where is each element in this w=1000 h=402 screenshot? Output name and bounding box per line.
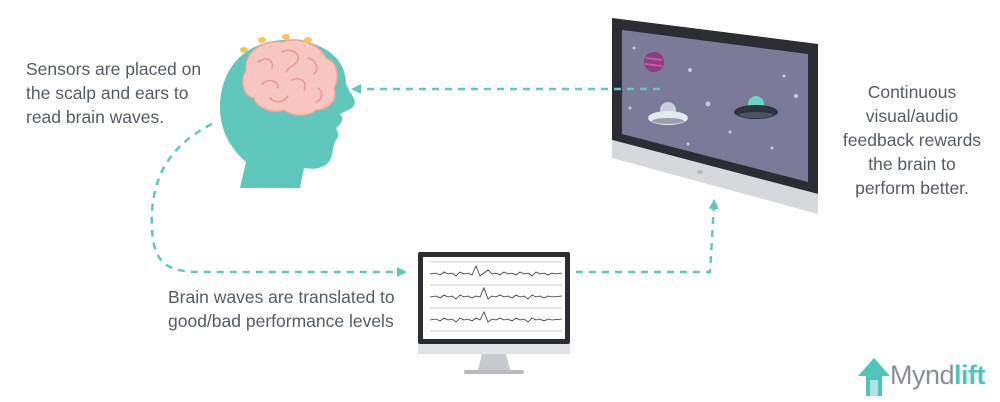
sensor-dot (282, 34, 290, 40)
monitor-space-game-icon (612, 18, 818, 214)
star-dot (782, 74, 786, 78)
brain-folds (257, 49, 323, 103)
monitor-button (697, 170, 703, 174)
star-dot (632, 46, 636, 50)
myndlift-logo-text: Myndlift (890, 360, 986, 390)
eeg-stand (478, 354, 510, 370)
star-dot (728, 130, 732, 134)
monitor-chin (612, 140, 818, 214)
caption-brainwaves: Brain waves are translated to good/bad p… (168, 287, 395, 331)
logo-arrow-inner (870, 380, 878, 396)
eeg-screen (423, 257, 565, 339)
sensor-dot (240, 47, 248, 53)
logo-arrow-outer (858, 358, 890, 396)
monitor-eeg-icon (418, 252, 570, 374)
planet-stripes (644, 57, 663, 67)
planet-icon (644, 52, 664, 72)
logo-text-accent: lift (954, 360, 986, 390)
myndlift-logo-icon (858, 358, 890, 396)
logo-text-plain: Mynd (890, 360, 955, 390)
eeg-chin (418, 344, 570, 354)
ufo-light-icon (648, 102, 688, 125)
eeg-traces (429, 261, 563, 332)
ufo-dark-icon (734, 96, 778, 119)
eeg-base (464, 370, 524, 374)
eeg-trace (429, 264, 563, 277)
sensor-dots (240, 34, 312, 53)
eeg-trace (429, 311, 563, 323)
ufo-rim (652, 118, 684, 124)
caption-feedback: Continuous visual/audio feedback rewards… (842, 82, 982, 198)
caption-sensors: Sensors are placed on the scalp and ears… (26, 59, 202, 127)
star-dot (794, 94, 798, 98)
monitor-screen (622, 30, 808, 182)
star-dot (686, 142, 690, 146)
sensor-dot (304, 37, 312, 43)
star-dot (628, 106, 632, 110)
sensor-dot (258, 37, 266, 43)
flow-arrow-head-to-eeg (150, 122, 407, 277)
ufo-rim (739, 112, 773, 118)
eeg-trace (429, 286, 563, 300)
star-dot (770, 146, 774, 150)
space-scene (628, 46, 798, 150)
star-dots (628, 46, 798, 150)
star-dot (688, 68, 692, 72)
head-with-brain-icon (220, 34, 355, 189)
star-dot (705, 101, 711, 107)
flow-arrow-eeg-to-monitor (576, 199, 719, 274)
